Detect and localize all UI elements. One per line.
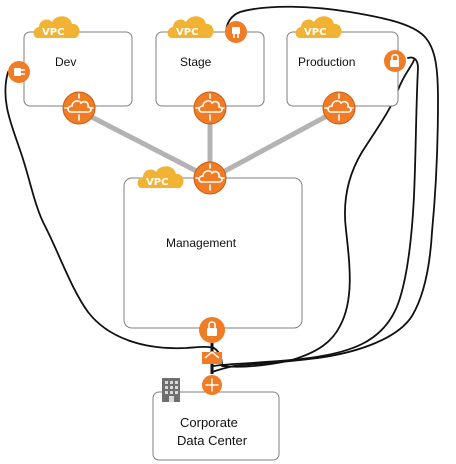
vpc-box-management bbox=[123, 177, 303, 329]
vpc-label-stage: Stage bbox=[180, 55, 212, 69]
vpc-badge-management: VPC bbox=[137, 166, 184, 188]
datacenter-label-line1: Corporate bbox=[180, 415, 238, 430]
connector-production bbox=[209, 107, 341, 181]
lock-icon bbox=[384, 50, 406, 72]
vpc-badges: VPC VPC VPC VPC bbox=[33, 16, 342, 188]
router-cloud-icon bbox=[62, 91, 96, 125]
vpn-link bbox=[202, 343, 222, 395]
building-icon bbox=[162, 378, 180, 402]
router-cloud-icon bbox=[193, 91, 227, 125]
vpc-label-production: Production bbox=[298, 55, 356, 69]
plug-icon bbox=[8, 61, 30, 83]
plug-icon bbox=[225, 21, 247, 43]
router-cloud-icon bbox=[193, 161, 227, 195]
vpc-label-management: Management bbox=[166, 236, 237, 250]
vpc-badge-text-dev: VPC bbox=[42, 27, 64, 38]
hand-drawn-paths bbox=[4, 5, 439, 373]
routers bbox=[62, 91, 356, 195]
connector-dev bbox=[75, 107, 213, 181]
vpc-badge-production: VPC bbox=[295, 16, 342, 38]
vpc-badge-dev: VPC bbox=[33, 16, 80, 38]
vpc-badge-text-stage: VPC bbox=[176, 27, 198, 38]
vpn-gateway-icon bbox=[199, 317, 225, 343]
vpc-badge-text-management: VPC bbox=[146, 177, 168, 188]
router-cloud-icon bbox=[322, 91, 356, 125]
vpc-badge-stage: VPC bbox=[167, 16, 214, 38]
vpc-badge-text-production: VPC bbox=[304, 27, 326, 38]
production-return-path bbox=[213, 56, 419, 367]
customer-gateway-icon bbox=[202, 352, 222, 364]
stage-to-datacenter-path bbox=[211, 5, 439, 373]
plug-icons bbox=[8, 21, 406, 83]
vpc-boxes bbox=[23, 31, 399, 461]
datacenter-label-line2: Data Center bbox=[177, 433, 248, 448]
vpc-label-dev: Dev bbox=[55, 55, 77, 69]
